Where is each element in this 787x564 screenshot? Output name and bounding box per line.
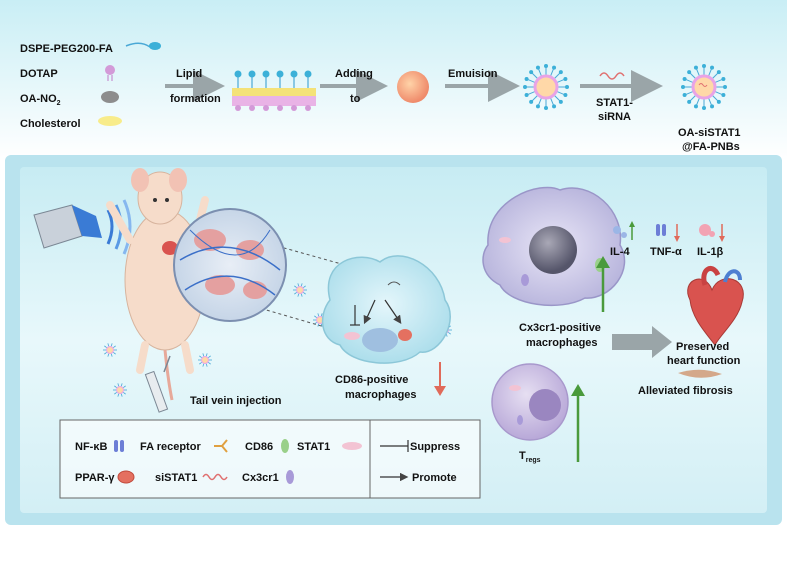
- cholesterol-icon: [98, 116, 122, 126]
- fibroblast-icon: [678, 369, 722, 378]
- stat1-icon: [342, 442, 362, 450]
- cx3-label-2: macrophages: [526, 337, 598, 349]
- material-legend: DSPE-PEG200-FA DOTAP OA-NO2 Cholesterol: [20, 42, 161, 130]
- il1b-label: IL-1β: [697, 246, 724, 258]
- top-background: [0, 0, 787, 160]
- nfkb-icon: [114, 440, 124, 452]
- adding-label-1: Adding: [335, 68, 373, 80]
- cx3-up-arrow-head: [596, 256, 610, 268]
- tail-vein-label: Tail vein injection: [190, 395, 282, 407]
- lipid-bilayer: [232, 70, 316, 111]
- heart-label-1: Preserved: [676, 341, 729, 353]
- oano2-icon: [101, 91, 119, 103]
- key-promote-label: Promote: [412, 472, 457, 484]
- il4-label: IL-4: [610, 246, 630, 258]
- sirna-icon: [599, 72, 625, 80]
- key-fa-receptor-label: FA receptor: [140, 441, 201, 453]
- lipid-label-1: Lipid: [176, 68, 202, 80]
- cd86-label-1: CD86-positive: [335, 374, 408, 386]
- syringe-icon: [144, 355, 171, 413]
- dotap-icon: [105, 65, 115, 81]
- cd86-down-arrow-head: [434, 386, 446, 396]
- cx3-label-1: Cx3cr1-positive: [519, 322, 601, 334]
- sirna-label-1: STAT1-: [596, 97, 633, 109]
- heart-icon: [687, 266, 744, 346]
- product-label-2: @FA-PNBs: [682, 141, 740, 153]
- cd86-macrophage-icon: [321, 255, 451, 364]
- sirna-label-2: siRNA: [598, 111, 631, 123]
- cx3cr1-macrophage-icon: [482, 186, 626, 307]
- emulsion-label: Emuision: [448, 68, 498, 80]
- key-nfkb-label: NF-κB: [75, 441, 107, 453]
- cd86-label-2: macrophages: [345, 389, 417, 401]
- legend-cholesterol-label: Cholesterol: [20, 118, 81, 130]
- product-label-1: OA-siSTAT1: [678, 127, 741, 139]
- legend-oano2-label: OA-NO2: [20, 93, 61, 107]
- dspe-icon: [125, 42, 161, 50]
- key-cx3cr1-label: Cx3cr1: [242, 472, 279, 484]
- key-stat1-label: STAT1: [297, 441, 330, 453]
- il4-icon: [613, 226, 627, 238]
- adding-label-2: to: [350, 93, 361, 105]
- fibrosis-label: Alleviated fibrosis: [638, 385, 733, 397]
- legend-dspe-label: DSPE-PEG200-FA: [20, 43, 113, 55]
- outcome-arrow-icon: [612, 326, 672, 358]
- oil-core: [397, 71, 429, 103]
- key-suppress-label: Suppress: [410, 441, 460, 453]
- treg-label: Tregs: [519, 450, 541, 464]
- zoom-line-top: [219, 229, 346, 266]
- heart-label-2: heart function: [667, 355, 741, 367]
- nanoparticle-plain: [523, 64, 569, 110]
- pparg-icon: [117, 470, 135, 484]
- key-cd86-label: CD86: [245, 441, 273, 453]
- fa-receptor-icon: [214, 439, 228, 453]
- treg-cell-icon: [491, 363, 569, 441]
- key-pparg-label: PPAR-γ: [75, 472, 115, 484]
- symbol-key: NF-κB FA receptor CD86 STAT1 PPAR-γ siST…: [59, 419, 481, 499]
- cx3cr1-icon: [286, 470, 294, 484]
- tnf-icon: [656, 224, 666, 236]
- lipid-label-2: formation: [170, 93, 221, 105]
- nanoparticle-loaded: [681, 64, 727, 110]
- legend-dotap-label: DOTAP: [20, 68, 58, 80]
- cd86-icon: [281, 439, 289, 453]
- tnf-label: TNF-α: [650, 246, 682, 258]
- sistat1-icon: [202, 473, 228, 481]
- heart-tissue-zoom: [173, 208, 287, 322]
- il1b-icon: [699, 224, 715, 237]
- key-sistat1-label: siSTAT1: [155, 472, 197, 484]
